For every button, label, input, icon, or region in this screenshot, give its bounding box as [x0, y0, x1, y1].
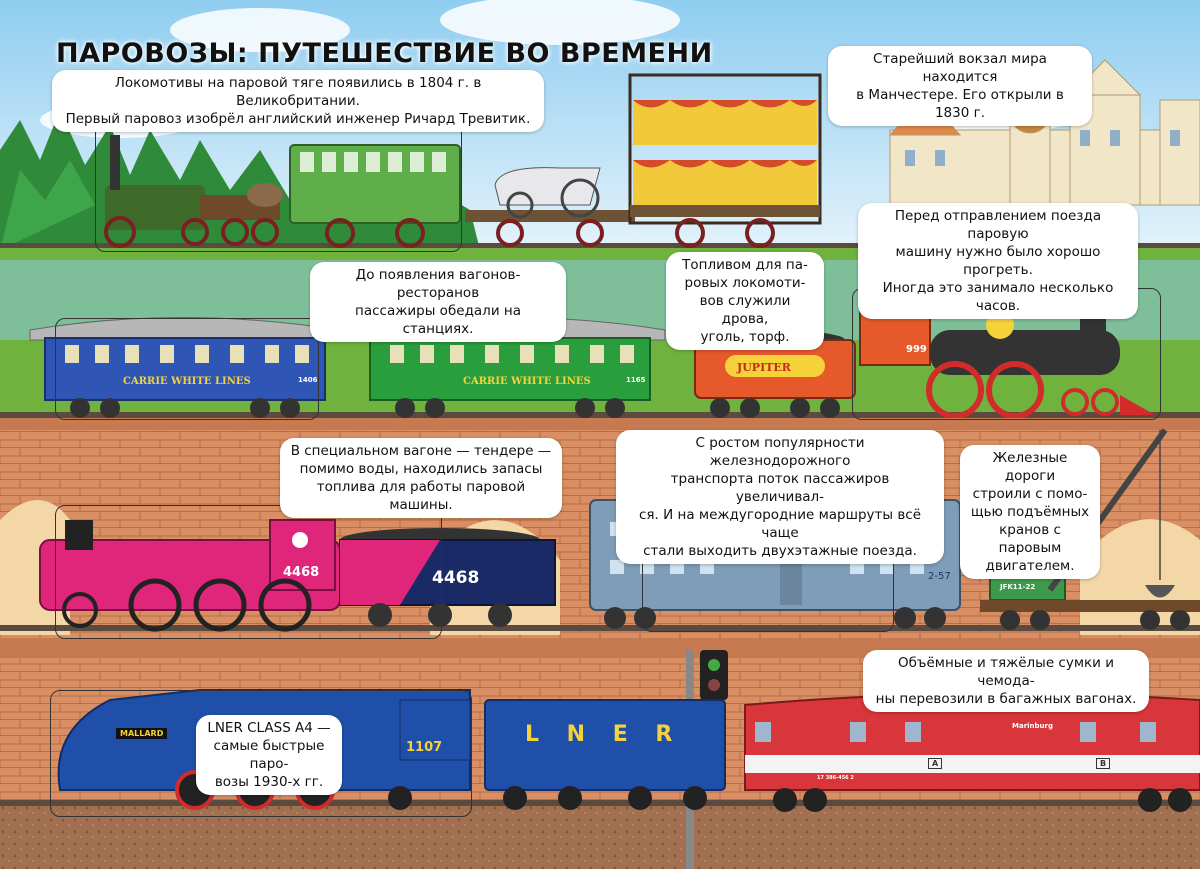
double-deck-coach — [628, 73, 822, 248]
gravel — [0, 800, 1200, 869]
intro-text: Локомотивы на паровой тяге появились в 1… — [52, 70, 544, 132]
rail-row2 — [0, 412, 1200, 418]
rail-row3 — [0, 625, 1200, 631]
fact-warmup: Перед отправлением поезда паровую машину… — [858, 203, 1138, 319]
sticker-outline-a4[interactable] — [50, 690, 472, 817]
fact-dining: До появления вагонов-ресторанов пассажир… — [310, 262, 566, 342]
green-coach-number: 1165 — [626, 376, 646, 384]
loco-4468-cab-number: 4468 — [283, 565, 320, 580]
locomotive-4468 — [39, 519, 341, 632]
early-green-coach — [289, 144, 461, 248]
open-carriage — [465, 167, 635, 247]
sticker-outline-blue-coach[interactable] — [55, 318, 319, 420]
crane-wagon-number: JFK11-22 — [1000, 583, 1036, 591]
baggage-car-name: Marinburg — [1012, 722, 1053, 730]
fact-tender: В специальном вагоне — тендере — помимо … — [280, 438, 562, 518]
sticker-outline-trevithick[interactable] — [95, 118, 462, 252]
fact-oldest-station: Старейший вокзал мира находится в Манчес… — [828, 46, 1092, 126]
blue-coach-number: 1406 — [298, 376, 318, 384]
a4-number: 1107 — [406, 740, 443, 755]
fact-lner-a4: LNER CLASS A4 — самые быстрые паро- возы… — [196, 715, 342, 795]
rail-row1 — [0, 243, 1200, 248]
lner-tender-lettering: L N E R — [525, 722, 683, 747]
sticker-outline-4468[interactable] — [55, 505, 442, 639]
fact-double-deck-trains: С ростом популярности железнодорожного т… — [616, 430, 944, 564]
green-coach-livery: CARRIE WHITE LINES — [463, 376, 591, 387]
loco-999-number: 999 — [906, 344, 927, 355]
baggage-car — [744, 692, 1200, 812]
baggage-door-a-label: A — [928, 758, 943, 769]
tender-4468-number: 4468 — [432, 568, 480, 588]
page-title: ПАРОВОЗЫ: ПУТЕШЕСТВИЕ ВО ВРЕМЕНИ — [56, 38, 713, 69]
fact-luggage: Объёмные и тяжёлые сумки и чемода- ны пе… — [863, 650, 1149, 712]
rail-row4 — [0, 800, 1200, 806]
bilevel-coach-number: 2-57 — [928, 571, 951, 582]
tender-jupiter-name: JUPITER — [737, 361, 791, 374]
blue-coach — [29, 317, 341, 418]
baggage-door-b-label: B — [1096, 758, 1111, 769]
mallard-nameplate: MALLARD — [116, 728, 168, 739]
lner-tender — [484, 699, 726, 810]
green-coach — [354, 317, 666, 418]
fact-fuel: Топливом для па- ровых локомоти- вов слу… — [666, 252, 824, 350]
baggage-car-code: 17 386-456 2 — [817, 775, 854, 781]
fact-steam-cranes: Железные дороги строили с помо- щью подъ… — [960, 445, 1100, 579]
trevithick-locomotive — [104, 135, 283, 248]
tender-4468 — [339, 528, 556, 627]
blue-coach-livery: CARRIE WHITE LINES — [123, 376, 251, 387]
